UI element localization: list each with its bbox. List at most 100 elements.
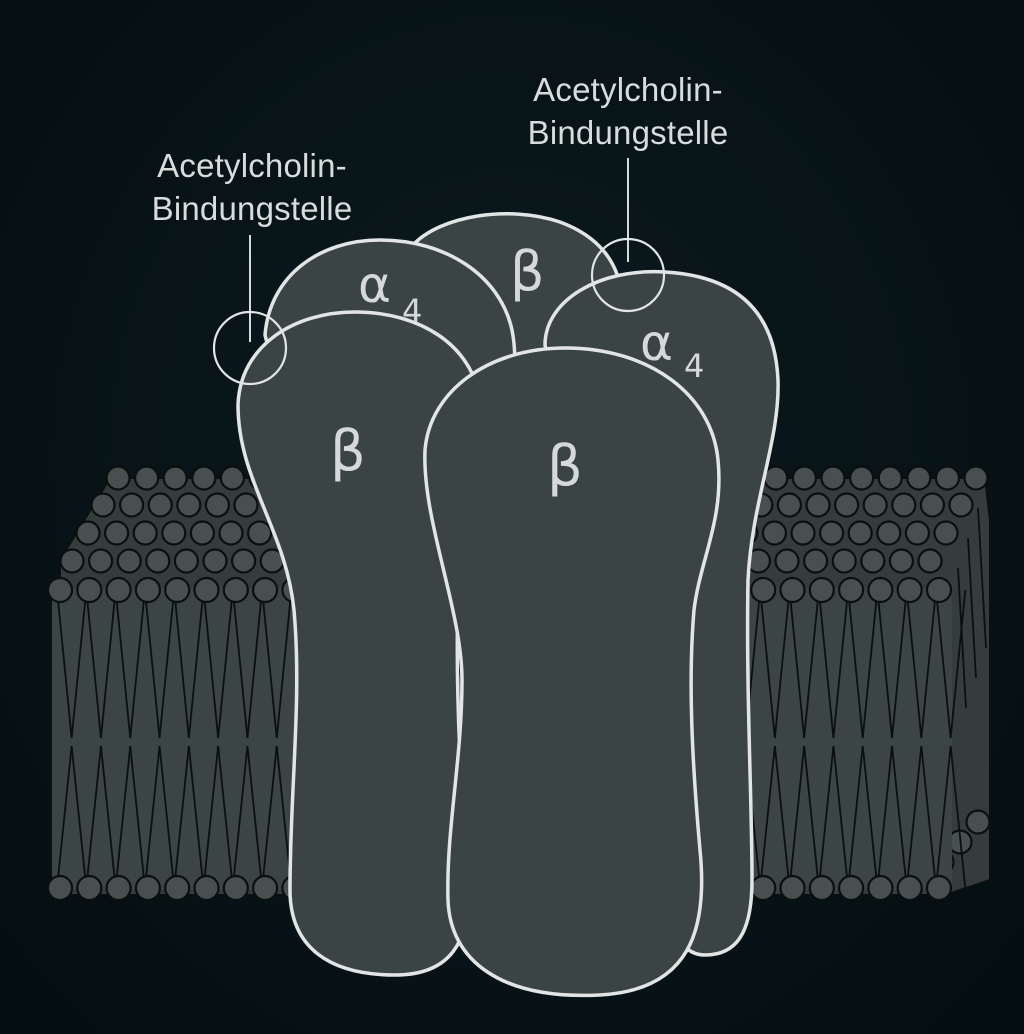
lipid-tail bbox=[876, 745, 893, 889]
lipid-head bbox=[116, 548, 142, 574]
lipid-head bbox=[774, 548, 800, 574]
lipid-head bbox=[963, 465, 989, 491]
lipid-head bbox=[134, 874, 161, 902]
lipid-head bbox=[219, 465, 245, 491]
lipid-tail bbox=[56, 745, 73, 889]
lipid-tail bbox=[129, 589, 146, 739]
lipid-head bbox=[189, 520, 215, 546]
lipid-head bbox=[818, 520, 845, 546]
lipid-tail bbox=[70, 589, 88, 739]
lipid-tail bbox=[759, 589, 776, 739]
lipid-head bbox=[925, 576, 953, 604]
lipid-tail bbox=[891, 589, 908, 739]
lipid-head bbox=[46, 576, 74, 604]
lipid-tail bbox=[949, 745, 967, 889]
lipid-head bbox=[820, 465, 846, 491]
label-alpha4-right: α 4 bbox=[640, 314, 704, 385]
lipid-tail bbox=[847, 745, 864, 889]
lipid-tail bbox=[114, 745, 132, 889]
lipid-tail bbox=[773, 745, 791, 889]
lipid-head bbox=[848, 465, 875, 491]
lipid-head bbox=[925, 874, 953, 902]
lipid-head bbox=[231, 548, 257, 574]
lipid-head bbox=[948, 492, 974, 518]
lipid-tails-right-side bbox=[957, 507, 987, 709]
nicotinic-receptor bbox=[236, 212, 780, 998]
lipid-tail bbox=[144, 589, 161, 739]
lipid-head bbox=[164, 576, 191, 604]
lipid-tail bbox=[803, 745, 820, 889]
lipid-tail bbox=[202, 745, 220, 889]
lipid-head bbox=[105, 576, 132, 604]
lipid-head bbox=[847, 520, 873, 546]
lipid-head bbox=[252, 874, 279, 902]
beta-label-back: β bbox=[510, 240, 544, 303]
lipid-tail bbox=[847, 589, 864, 739]
lipid-head bbox=[837, 874, 865, 902]
lipid-head bbox=[877, 465, 903, 491]
lipid-head bbox=[761, 520, 788, 546]
lipid-head bbox=[202, 548, 228, 574]
lipid-head bbox=[808, 874, 835, 902]
lipid-head bbox=[965, 809, 991, 835]
lipid-head bbox=[75, 520, 101, 546]
lipid-head bbox=[119, 492, 145, 518]
lipid-tail bbox=[129, 745, 146, 889]
binding-site-label-right-line1: Acetylcholin- bbox=[533, 71, 723, 108]
lipid-tail bbox=[217, 589, 234, 739]
lipid-tail bbox=[817, 745, 835, 889]
lipid-tail bbox=[158, 589, 176, 739]
lipid-head bbox=[896, 576, 923, 604]
lipid-head bbox=[790, 520, 816, 546]
lipid-head bbox=[906, 465, 932, 491]
lipid-tail bbox=[949, 589, 967, 739]
lipid-head bbox=[218, 520, 244, 546]
binding-site-left bbox=[212, 235, 288, 386]
lipid-head bbox=[763, 465, 789, 491]
lipid-tail bbox=[935, 589, 952, 739]
lipid-head bbox=[76, 874, 103, 902]
lipid-head bbox=[919, 492, 946, 518]
lipid-head bbox=[805, 492, 831, 518]
lipid-tail bbox=[114, 589, 132, 739]
lipid-tail bbox=[246, 589, 263, 739]
lipid-tail bbox=[261, 589, 278, 739]
lipid-tail bbox=[144, 745, 161, 889]
lipid-tail bbox=[56, 589, 73, 739]
lipid-tail bbox=[905, 745, 923, 889]
lipid-head bbox=[833, 492, 860, 518]
lipid-tail bbox=[817, 589, 835, 739]
lipid-head bbox=[860, 548, 886, 574]
lipid-head bbox=[204, 492, 230, 518]
lipid-head bbox=[103, 520, 130, 546]
lipid-tail bbox=[275, 589, 293, 739]
lipid-head bbox=[862, 492, 888, 518]
alpha-symbol-left: α bbox=[358, 256, 391, 314]
lipid-tail bbox=[231, 745, 249, 889]
lipid-tail bbox=[85, 589, 102, 739]
lipid-head bbox=[134, 465, 160, 491]
lipid-head bbox=[46, 874, 74, 902]
lipid-head bbox=[193, 576, 220, 604]
lipid-head bbox=[791, 465, 818, 491]
lipid-head bbox=[750, 576, 777, 604]
lipid-tail bbox=[70, 745, 88, 889]
lipid-head bbox=[233, 492, 259, 518]
lipid-tail bbox=[202, 589, 220, 739]
alpha-index-right: 4 bbox=[684, 347, 704, 385]
lipid-head bbox=[252, 576, 279, 604]
lipid-tail bbox=[158, 745, 176, 889]
lipid-head bbox=[162, 465, 188, 491]
lipid-head bbox=[193, 874, 220, 902]
lipid-tail bbox=[957, 567, 967, 709]
lipid-head bbox=[173, 548, 199, 574]
alpha-symbol-right: α bbox=[640, 314, 673, 372]
lipid-tail bbox=[100, 745, 117, 889]
lipid-head bbox=[802, 548, 829, 574]
lipid-tail bbox=[861, 745, 879, 889]
lipid-tail bbox=[891, 745, 908, 889]
lipid-tail bbox=[173, 745, 190, 889]
lipid-head bbox=[867, 576, 894, 604]
binding-site-ring-right bbox=[590, 237, 666, 313]
